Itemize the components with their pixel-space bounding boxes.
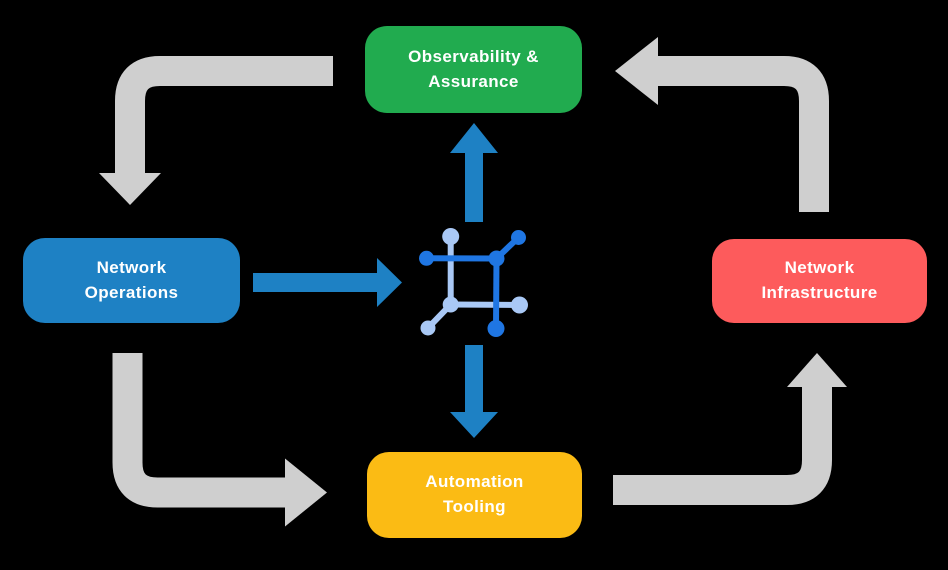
icon-line-right-edge [493,258,500,329]
cycle-arrow-observability-to-operations [99,56,333,205]
arrow-right-icon [253,258,402,307]
arrow-head [285,458,327,527]
flow-arrow-center-to-observability [450,123,498,222]
node-label-line2: Assurance [428,71,519,91]
node-network-infrastructure: Network Infrastructure [712,239,927,323]
flow-arrow-center-to-automation [450,345,498,438]
arrow-up-icon [450,123,498,222]
arrow-shaft [657,56,829,212]
icon-node-right [511,296,528,314]
arrow-shaft [112,353,286,508]
node-label-line2: Operations [84,282,179,302]
cycle-arrow-automation-to-infrastructure [613,353,847,505]
node-observability-assurance: Observability & Assurance [365,26,582,113]
node-label-line2: Tooling [443,497,506,516]
icon-node-left [419,250,434,266]
icon-node-bl-end [420,320,436,336]
icon-node-bl-corner [442,296,459,313]
icon-node-tr-corner [488,250,505,267]
node-label-line1: Automation [425,472,524,492]
arrow-head [99,173,161,205]
cycle-arrow-infrastructure-to-observability [615,37,829,212]
arrow-shaft [115,56,333,174]
arrow-head [787,353,847,387]
icon-node-tr-end [511,230,526,245]
icon-node-bottom [487,320,505,337]
network-mesh-icon [419,228,528,337]
node-label-line1: Network [96,257,167,277]
node-label-line1: Observability & [408,46,539,66]
cycle-arrow-operations-to-automation [112,353,327,527]
node-label-line1: Network [784,258,855,278]
icon-node-top [442,228,460,245]
node-network-operations: Network Operations [23,238,240,323]
icon-line-bottom-edge [450,301,520,308]
arrow-down-icon [450,345,498,438]
flow-arrow-operations-to-center [253,258,402,307]
node-label-line2: Infrastructure [761,283,878,302]
arrow-head [615,37,658,105]
node-automation-tooling: Automation Tooling [367,452,582,538]
arrow-shaft [613,386,832,505]
